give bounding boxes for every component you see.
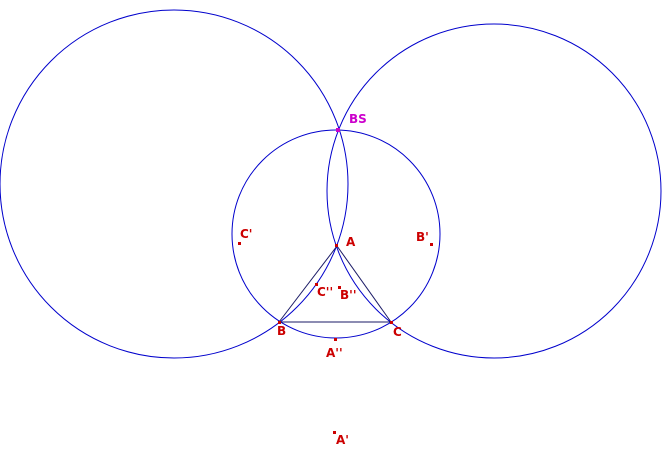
triangle-abc — [278, 245, 392, 323]
label-point-b-dprime: B'' — [340, 288, 357, 302]
point-a-mark — [335, 244, 338, 247]
label-point-c-prime: C' — [240, 227, 252, 241]
label-point-b: B — [277, 324, 286, 338]
point-a-prime-mark — [333, 431, 336, 434]
segment-ab — [278, 245, 338, 323]
point-a-dprime-mark — [334, 338, 337, 341]
label-point-a-prime: A' — [336, 433, 349, 447]
point-labels: A B C BS A' B' C' A'' B'' C'' — [240, 112, 429, 447]
label-point-b-prime: B' — [416, 230, 429, 244]
circle-center — [231, 129, 441, 339]
label-point-c: C — [393, 325, 402, 339]
point-c-mark — [390, 321, 393, 324]
circle-right — [326, 23, 662, 359]
label-point-a: A — [346, 235, 356, 249]
point-b-prime-mark — [430, 243, 433, 246]
point-b-dprime-mark — [338, 286, 341, 289]
point-c-dprime-mark — [315, 283, 318, 286]
point-c-prime-mark — [238, 242, 241, 245]
point-b-mark — [278, 321, 281, 324]
circle-left — [0, 9, 349, 359]
point-bs-mark — [336, 128, 340, 132]
label-point-a-dprime: A'' — [326, 346, 343, 360]
segment-ac — [336, 245, 392, 323]
circles — [0, 9, 662, 359]
label-point-bs: BS — [349, 112, 367, 126]
label-point-c-dprime: C'' — [317, 285, 333, 299]
point-marks — [238, 128, 433, 434]
